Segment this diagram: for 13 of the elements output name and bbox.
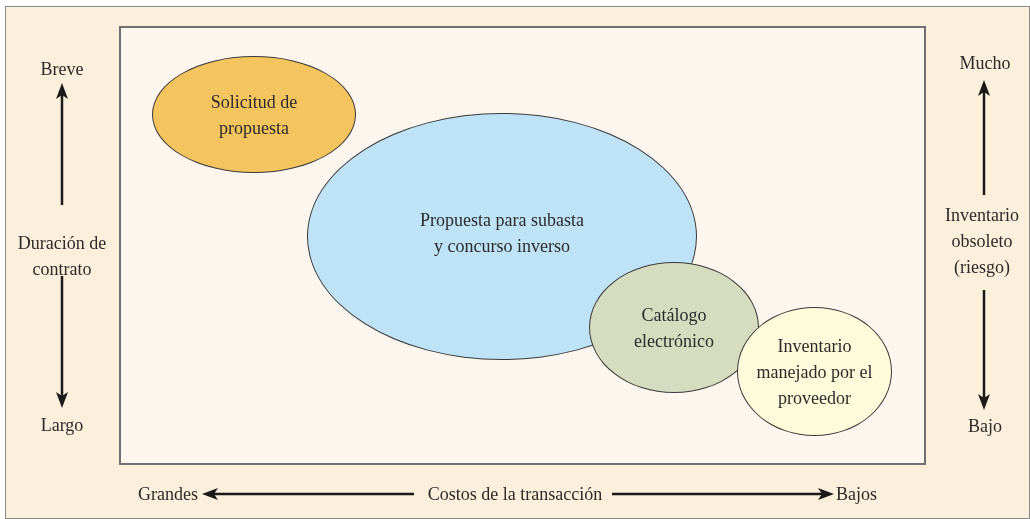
axis-label: Bajo [967, 415, 1003, 438]
node-label: Propuesta para subasta y concurso inverso [419, 208, 585, 258]
axis-label: Bajos [836, 483, 878, 506]
node-label: Catálogo electrónico [633, 303, 715, 353]
node-label: Inventario manejado por el proveedor [755, 334, 874, 410]
axis-label: Breve [39, 58, 85, 81]
node-label: Solicitud de propuesta [209, 90, 299, 140]
axis-label: Largo [39, 414, 85, 437]
axis-label: Duración de contrato [16, 232, 108, 281]
axis-label: Costos de la transacción [426, 483, 604, 506]
axis-label: Grandes [137, 483, 198, 506]
axis-label: Mucho [958, 52, 1012, 75]
axis-label: Inventario obsoleto (riesgo) [944, 204, 1020, 279]
